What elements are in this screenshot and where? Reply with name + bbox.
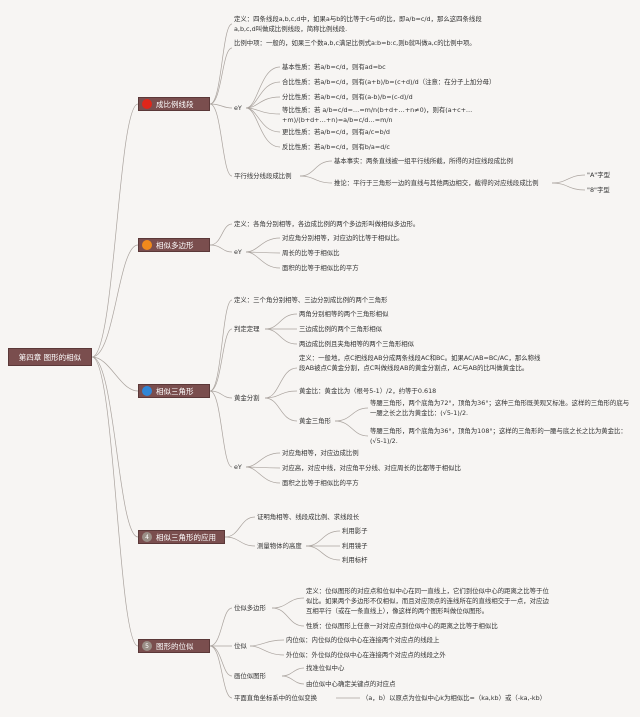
s2-ey-label: eY xyxy=(234,248,242,256)
section-3-node[interactable]: 相似三角形 xyxy=(138,384,210,398)
grey-number-badge: 5 xyxy=(142,641,152,651)
s4-method-1: 利用镜子 xyxy=(342,542,368,550)
s5-coord: 平面直角坐标系中的位似变换 xyxy=(234,694,318,702)
blue-dot-icon xyxy=(142,386,152,396)
s3-prop-1: 对应高，对应中线，对应角平分线、对应周长的比都等于相似比 xyxy=(282,464,461,472)
s3-golden-ratio: 黄金比：黄金比为（根号5-1）/2，约等于0.618 xyxy=(299,387,437,395)
s3-definition: 定义：三个角分别相等、三边分别成比例的两个三角形 xyxy=(234,296,388,304)
s4-proof: 证明角相等、线段成比例、求线段长 xyxy=(257,513,360,521)
s3-golden-def: 定义：一般地，点C把线段AB分成两条线段AC和BC。如果AC/AB=BC/AC，… xyxy=(299,354,541,372)
s3-golden-triangle: 黄金三角形 xyxy=(299,417,331,425)
s1-definition: 定义：四条线段a,b,c,d中，如果a与b的比等于c与d的比，即a/b=c/d，… xyxy=(234,15,482,33)
s1-basic-fact: 基本事实：两条直线被一组平行线所截，所得的对应线段成比例 xyxy=(334,157,513,165)
s1-prop-4: 更比性质：若a/b=c/d，则有a/c=b/d xyxy=(282,128,390,136)
s3-judge-2: 两边成比例且夹角相等的两个三角形相似 xyxy=(299,340,415,348)
s5-homothetic-def: 定义：位似图形的对应点和位似中心在同一直线上，它们到位似中心的距离之比等于位似比… xyxy=(306,587,549,615)
s1-prop-0: 基本性质：若a/b=c/d，则有ad=bc xyxy=(282,63,386,71)
s1-prop-1: 合比性质：若a/b=c/d，则有(a+b)/b=(c+d)/d（注意：在分子上加… xyxy=(282,78,496,86)
s3-golden-tri-1: 等腰三角形，两个底角为72°，顶角为36°；这种三角形既美观又标准。这样的三角形… xyxy=(370,399,630,417)
s5-step-0: 找准位似中心 xyxy=(306,664,345,672)
s3-golden-label: 黄金分割 xyxy=(234,394,260,402)
s1-shape-8: "8"字型 xyxy=(587,186,610,194)
s1-mean-proportional: 比例中项：一般的，如果三个数a,b,c满足比例式a:b=b:c,则b就叫做a,c… xyxy=(234,39,476,47)
s5-step-1: 由位似中心确定关键点的对应点 xyxy=(306,680,396,688)
s1-prop-3: 等比性质：若 a/b=c/d=…=m/n(b+d+…+n≠0)，则有(a+c+…… xyxy=(282,106,473,124)
s5-inner: 内位似：内位似的位似中心在连接两个对应点的线段上 xyxy=(286,636,440,644)
s1-ey-label: eY xyxy=(234,104,242,112)
s3-judge-1: 三边成比例的两个三角形相似 xyxy=(299,325,383,333)
s4-measure: 测量物体的高度 xyxy=(257,542,302,550)
root-node[interactable]: 第四章 图形的相似 xyxy=(8,348,92,366)
s2-prop-0: 对应角分别相等，对应边的比等于相似比。 xyxy=(282,234,404,242)
section-5-node[interactable]: 5 图形的位似 xyxy=(138,639,210,653)
s4-method-2: 利用标杆 xyxy=(342,556,368,564)
s3-golden-tri-2: 等腰三角形，两个底角为36°，顶角为108°；这样的三角形的一腰与底之长之比为黄… xyxy=(370,427,627,445)
section-2-node[interactable]: 相似多边形 xyxy=(138,238,210,252)
s1-prop-5: 反比性质：若a/b=c/d，则有b/a=d/c xyxy=(282,143,390,151)
s5-homothetic-prop: 性质：位似图形上任意一对对应点到位似中心的距离之比等于相似比 xyxy=(306,622,498,630)
s5-outer: 外位似：外位似的位似中心在连接两个对应点的线段之外 xyxy=(286,651,446,659)
grey-number-badge: 4 xyxy=(142,532,152,542)
s5-draw: 画位似图形 xyxy=(234,672,266,680)
s5-homothetic-polygon: 位似多边形 xyxy=(234,604,266,612)
s2-definition: 定义：各角分别相等，各边成比例的两个多边形叫做相似多边形。 xyxy=(234,220,420,228)
s3-prop-2: 面积之比等于相似比的平方 xyxy=(282,479,359,487)
s5-ws-label: 位似 xyxy=(234,642,247,650)
s2-prop-1: 周长的比等于相似比 xyxy=(282,249,340,257)
s1-corollary: 推论：平行于三角形一边的直线与其他两边相交，截得的对应线段成比例 xyxy=(334,179,539,187)
section-4-node[interactable]: 4 相似三角形的应用 xyxy=(138,530,225,544)
s3-judge-0: 两角分别相等的两个三角形相似 xyxy=(299,310,389,318)
s3-judge-label: 判定定理 xyxy=(234,325,260,333)
s2-prop-2: 面积的比等于相似比的平方 xyxy=(282,264,359,272)
s3-ey-label: eY xyxy=(234,463,242,471)
s3-prop-0: 对应角相等，对应边成比例 xyxy=(282,449,359,457)
s4-method-0: 利用影子 xyxy=(342,527,368,535)
section-1-node[interactable]: 成比例线段 xyxy=(138,97,210,111)
s1-parallel: 平行线分线段成比例 xyxy=(234,172,292,180)
red-dot-icon xyxy=(142,99,152,109)
s1-shape-a: "A"字型 xyxy=(587,171,611,179)
s5-coord-text: （a，b）以原点为位似中心k为相似比=（ka,kb）或（-ka,-kb） xyxy=(362,694,547,702)
orange-dot-icon xyxy=(142,240,152,250)
s1-prop-2: 分比性质：若a/b=c/d，则有(a-b)/b=(c-d)/d xyxy=(282,93,413,101)
